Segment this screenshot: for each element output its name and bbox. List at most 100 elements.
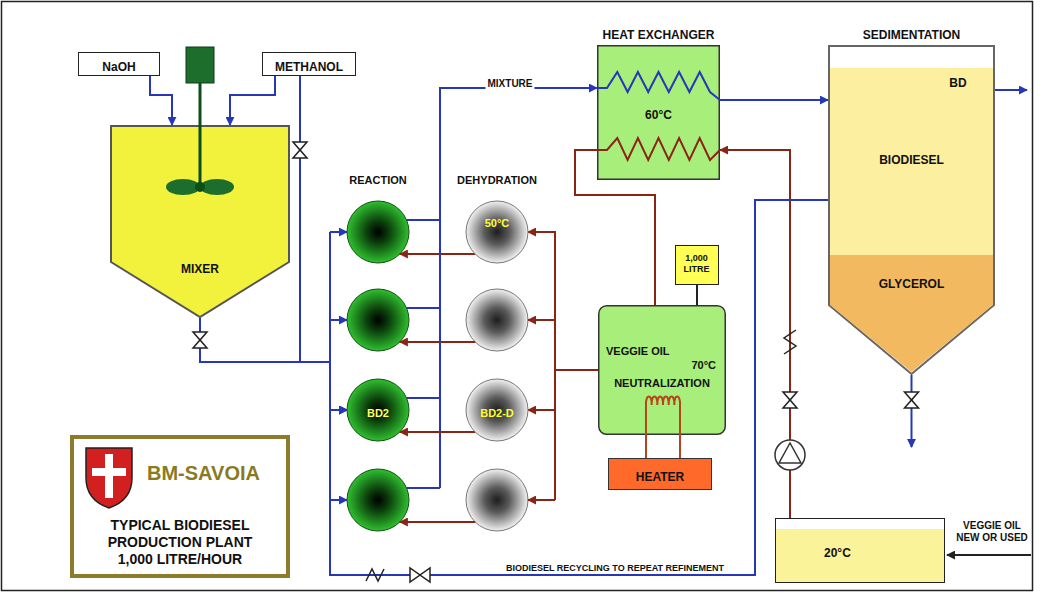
reactor-circle [347, 469, 409, 531]
pipe-label: MIXTURE [486, 78, 535, 90]
pump-symbol [775, 440, 805, 470]
oil-branch [528, 319, 555, 321]
pipe-connector [696, 285, 698, 305]
feed-branch [330, 499, 347, 501]
pipe-connector [528, 370, 598, 410]
pipe-connector [720, 99, 828, 101]
impeller-hub [195, 182, 205, 192]
glycerol-fill [830, 305, 993, 372]
dehydration-unit: BD2-D [465, 378, 529, 442]
oil-return [400, 341, 475, 343]
check-valve [784, 330, 796, 354]
valve-symbol [410, 568, 420, 582]
node-label: METHANOL [275, 60, 343, 74]
pipe-connector [330, 200, 830, 575]
heating-coil [646, 397, 680, 435]
dehydration-unit: 50°C [465, 200, 529, 264]
unit-circle [466, 379, 528, 441]
biodiesel-layer: BIODIESEL [830, 68, 993, 255]
temperature: 60°C [645, 108, 672, 122]
valve-symbol [905, 392, 919, 400]
section-label: DEHYDRATION [457, 174, 537, 187]
unit-circle [347, 379, 409, 441]
impeller-blade [200, 179, 234, 195]
pipe-connector [645, 435, 647, 458]
temperature: 50°C [485, 217, 510, 230]
oil-return [400, 253, 475, 255]
agitator-shaft [199, 83, 202, 125]
heater-box: HEATER [608, 458, 712, 490]
pipe-label: BIODIESEL RECYCLING TO REPEAT REFINEMENT [504, 563, 726, 574]
valve-symbol [420, 568, 430, 582]
collector-branch [407, 219, 440, 221]
chemical-box: METHANOL [262, 52, 356, 76]
logo-shield [86, 448, 132, 508]
pipe-connector [400, 431, 475, 433]
valve-symbol [783, 392, 797, 400]
outlet-label: BD [949, 76, 966, 90]
neutralization-tank: VEGGIE OIL 70°C NEUTRALIZATION [598, 305, 726, 435]
node-label: GLYCEROL [879, 277, 945, 291]
temperature: 70°C [691, 359, 716, 372]
volume-tag: 1,000 LITRE [675, 245, 719, 285]
chemical-box: NaOH [78, 52, 160, 76]
oil-return [400, 521, 475, 523]
pipe-connector [407, 88, 597, 398]
agitator-shaft [199, 125, 202, 187]
glycerol-outlet [911, 375, 913, 447]
heater-wire [679, 435, 681, 458]
node-label: VEGGIE OIL [606, 345, 670, 358]
node-label: BIODIESEL [879, 153, 944, 167]
oil-inlet [947, 554, 1031, 556]
valve-symbol [193, 332, 207, 340]
mixer-vessel: MIXER [110, 125, 290, 318]
pump-triangle [779, 443, 801, 463]
valve-symbol [193, 340, 207, 348]
plant-title: TYPICAL BIODIESEL PRODUCTION PLANT 1,000… [98, 517, 262, 567]
storage-tank: 20°C [775, 518, 945, 583]
tank-outline [829, 46, 994, 374]
exchanger-coil [597, 138, 720, 160]
inlet-label: VEGGIE OIL NEW OR USED [952, 520, 1032, 544]
oil-branch [528, 499, 555, 501]
reactor-circle [347, 201, 409, 263]
node-label: MIXER [181, 262, 219, 276]
heat-exchanger: HEAT EXCHANGER60°C [597, 45, 720, 180]
pipe-connector [300, 76, 347, 410]
temperature: 20°C [824, 546, 851, 560]
node-label: NaOH [102, 60, 135, 74]
sedimentation-tank: BIODIESELGLYCEROLSEDIMENTATION [828, 45, 995, 375]
pipe-connector [230, 76, 275, 125]
exchanger-body [598, 46, 720, 180]
pipe-connector [200, 318, 347, 410]
pipe-connector [150, 76, 172, 125]
node-label: NEUTRALIZATION [614, 377, 710, 390]
agitator-motor [186, 47, 214, 83]
section-label: REACTION [349, 174, 406, 187]
unit-heading: SEDIMENTATION [863, 28, 961, 42]
exchanger-coil [597, 72, 720, 100]
reactor: BD2 [346, 378, 410, 442]
valve-symbol [293, 150, 307, 158]
mixer-vessel-shape [110, 125, 290, 318]
valve-symbol [293, 142, 307, 150]
valve-symbol [905, 400, 919, 408]
shield-cross [92, 468, 126, 476]
vessel-outline [111, 126, 289, 317]
node-label: 1,000 LITRE [676, 253, 717, 275]
tank-outline [599, 306, 726, 435]
unit-circle [466, 201, 528, 263]
brand-name: BM-SAVOIA [147, 461, 260, 485]
feed-branch [330, 319, 347, 321]
node-label: BD2-D [480, 407, 514, 420]
impeller-blade [166, 179, 200, 195]
collector-branch [407, 487, 440, 489]
collector-branch [407, 307, 440, 309]
check-valve [366, 569, 384, 581]
logo-panel: BM-SAVOIA TYPICAL BIODIESEL PRODUCTION PL… [70, 435, 290, 578]
pipe-connector [528, 232, 598, 370]
valve-symbol [783, 400, 797, 408]
dehydration-unit-shape [465, 200, 529, 264]
